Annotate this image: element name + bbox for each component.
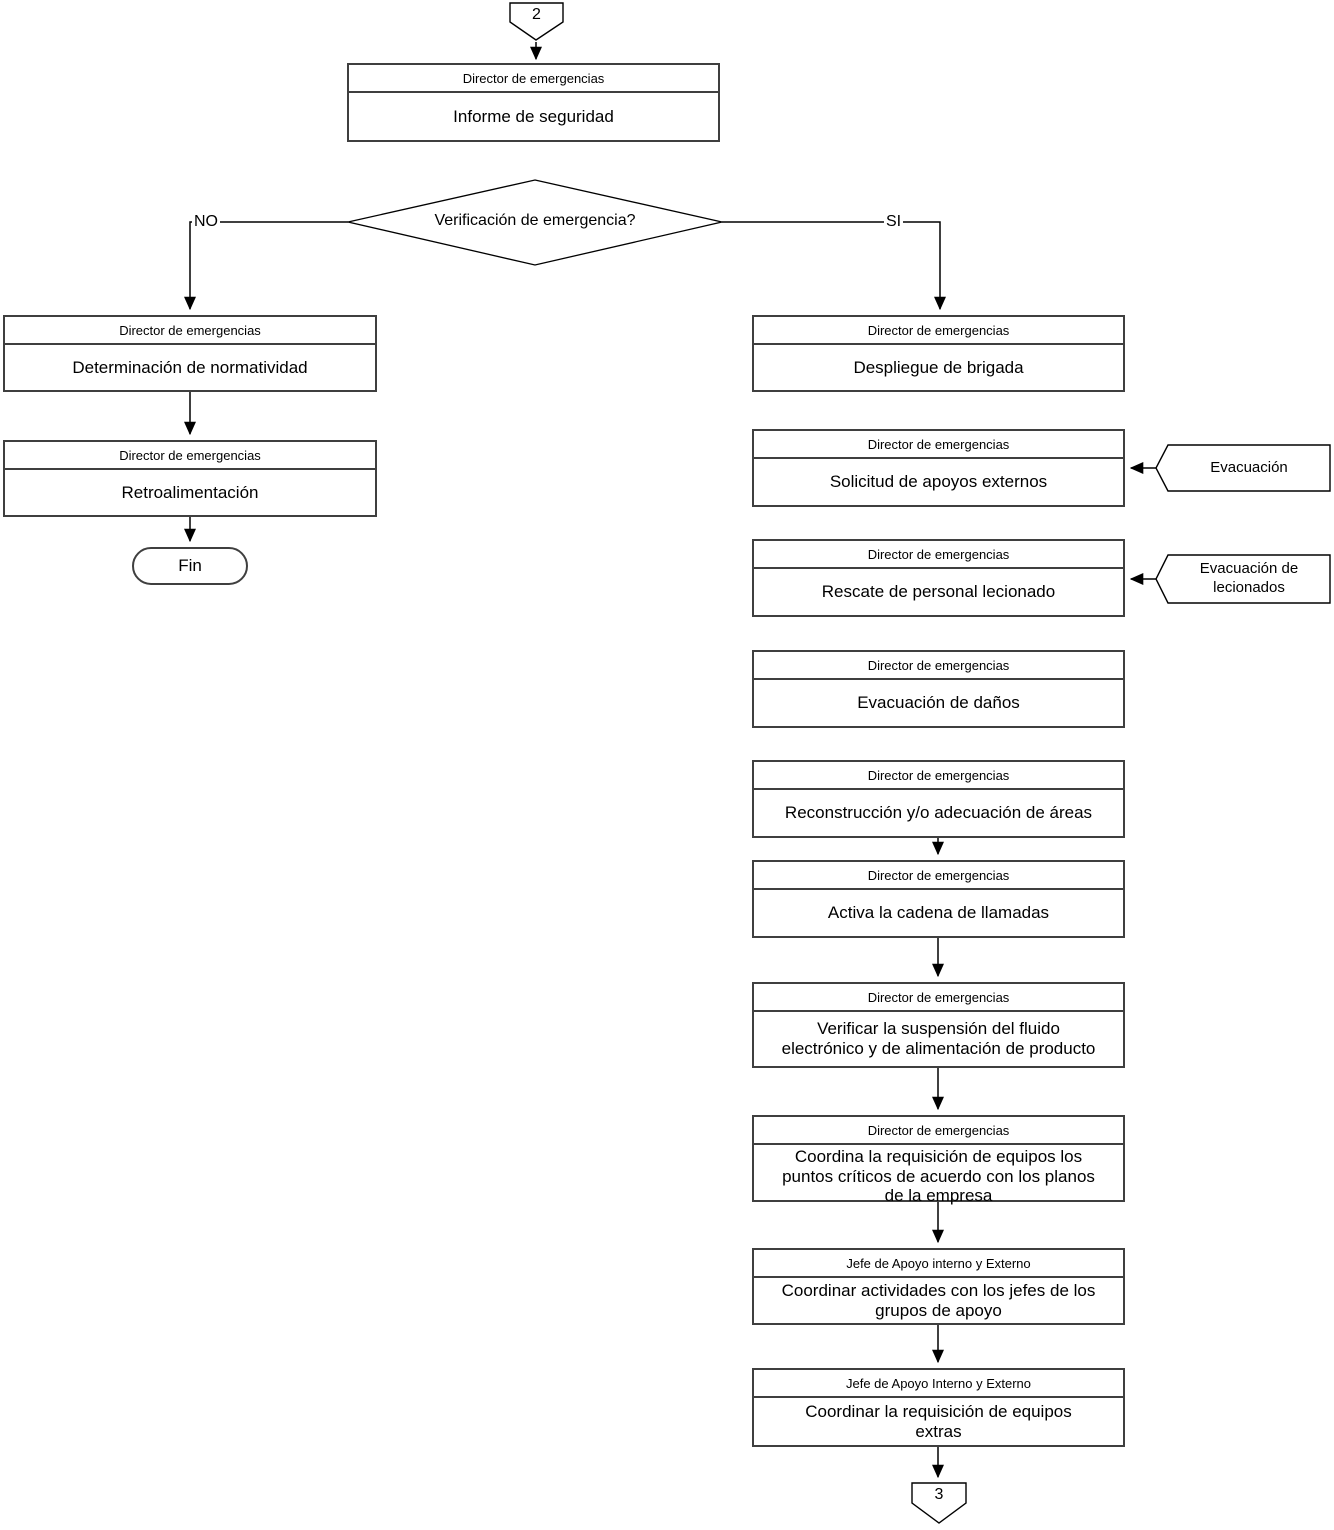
- callout-evacuacion-label: Evacuación: [1210, 459, 1288, 476]
- process-box-activa-cadena-llamadas: Director de emergencias Activa la cadena…: [752, 860, 1125, 938]
- arrow-no-branch: [184, 221, 348, 311]
- box-role-header: Director de emergencias: [349, 65, 718, 93]
- box-action-text: Coordinar la requisición de equipos extr…: [805, 1401, 1072, 1441]
- terminator-fin: Fin: [132, 547, 248, 585]
- box-action-text: Despliegue de brigada: [853, 357, 1024, 377]
- process-box-rescate-personal: Director de emergencias Rescate de perso…: [752, 539, 1125, 617]
- box-role-header: Director de emergencias: [5, 317, 375, 345]
- callout-evacuacion-shape: [1155, 444, 1331, 492]
- box-action-text: Solicitud de apoyos externos: [829, 472, 1048, 492]
- box-action-text: Rescate de personal lecionado: [821, 582, 1056, 602]
- box-role-header: Director de emergencias: [754, 862, 1123, 890]
- box-action-text: Verificar la suspensión del fluido elect…: [781, 1019, 1096, 1058]
- decision-no-label: NO: [192, 213, 220, 231]
- box-role-header: Director de emergencias: [754, 431, 1123, 459]
- process-box-coordinar-equipos-extras: Jefe de Apoyo Interno y Externo Coordina…: [752, 1368, 1125, 1447]
- box-action-text: Evacuación de daños: [857, 693, 1020, 713]
- box-role-header: Director de emergencias: [754, 984, 1123, 1012]
- box-role-header: Director de emergencias: [754, 1117, 1123, 1145]
- arrow-si-branch: [722, 221, 946, 311]
- box-action-text: Informe de seguridad: [453, 106, 614, 126]
- process-box-coordinar-actividades: Jefe de Apoyo interno y Externo Coordina…: [752, 1248, 1125, 1325]
- box-action-text: Activa la cadena de llamadas: [827, 903, 1050, 923]
- box-action-text: Determinación de normatividad: [72, 357, 308, 377]
- process-box-determinacion-normatividad: Director de emergencias Determinación de…: [3, 315, 377, 392]
- process-box-evacuacion-danos: Director de emergencias Evacuación de da…: [752, 650, 1125, 728]
- process-box-verificar-suspension: Director de emergencias Verificar la sus…: [752, 982, 1125, 1068]
- callout-evacuacion-lecionados-shape: [1155, 554, 1331, 604]
- decision-question: Verificación de emergencia?: [434, 212, 636, 229]
- box-role-header: Jefe de Apoyo Interno y Externo: [754, 1370, 1123, 1398]
- decision-diamond: [347, 179, 723, 266]
- offpage-connector-top-label: 2: [532, 6, 541, 23]
- box-action-text: Coordinar actividades con los jefes de l…: [781, 1280, 1096, 1320]
- flow-arrows: [184, 42, 1156, 1479]
- box-role-header: Director de emergencias: [754, 541, 1123, 569]
- offpage-connector-bottom-label: 3: [934, 1486, 944, 1503]
- process-box-retroalimentacion: Director de emergencias Retroalimentació…: [3, 440, 377, 517]
- box-action-text: Coordina la requisición de equipos los p…: [782, 1147, 1095, 1206]
- box-action-text: Reconstrucción y/o adecuación de áreas: [784, 803, 1093, 823]
- box-action-text: Retroalimentación: [121, 482, 259, 502]
- process-box-despliegue-brigada: Director de emergencias Despliegue de br…: [752, 315, 1125, 392]
- box-role-header: Director de emergencias: [754, 317, 1123, 345]
- process-box-reconstruccion-areas: Director de emergencias Reconstrucción y…: [752, 760, 1125, 838]
- box-role-header: Director de emergencias: [754, 652, 1123, 680]
- process-box-solicitud-apoyos: Director de emergencias Solicitud de apo…: [752, 429, 1125, 507]
- process-box-informe-seguridad: Director de emergencias Informe de segur…: [347, 63, 720, 142]
- decision-si-label: SI: [884, 213, 904, 231]
- offpage-connector-bottom-shape: [911, 1482, 967, 1524]
- box-role-header: Jefe de Apoyo interno y Externo: [754, 1250, 1123, 1278]
- callout-evacuacion-lecionados-label: Evacuación de lecionados: [1199, 560, 1299, 596]
- box-role-header: Director de emergencias: [5, 442, 375, 470]
- box-role-header: Director de emergencias: [754, 762, 1123, 790]
- process-box-coordina-requisicion: Director de emergencias Coordina la requ…: [752, 1115, 1125, 1205]
- offpage-connector-top-shape: [509, 2, 564, 41]
